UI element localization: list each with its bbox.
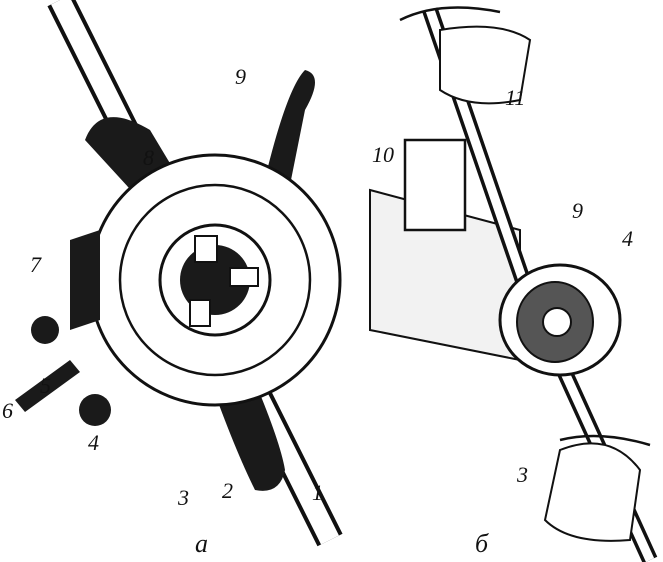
bore-3 bbox=[542, 307, 572, 337]
label-9: 9 bbox=[235, 64, 246, 89]
figure-b-threading-setup bbox=[369, 6, 658, 562]
label-11: 11 bbox=[505, 85, 525, 110]
label-4: 4 bbox=[88, 430, 99, 455]
knob-top bbox=[31, 316, 59, 344]
label-2: 2 bbox=[222, 478, 233, 503]
label-3-b: 3 bbox=[516, 462, 528, 487]
label-8: 8 bbox=[143, 145, 154, 170]
rotation-arrow-top bbox=[399, 6, 501, 22]
die-3b bbox=[189, 299, 211, 327]
lower-hand bbox=[543, 442, 642, 542]
label-10: 10 bbox=[372, 142, 394, 167]
figure-a-die-stock bbox=[15, 0, 343, 547]
knob-5 bbox=[79, 394, 111, 426]
label-9-b: 9 bbox=[572, 198, 583, 223]
lever-6 bbox=[15, 360, 80, 412]
label-6: 6 bbox=[2, 398, 13, 423]
caption-b: б bbox=[475, 529, 489, 558]
die-3a bbox=[229, 267, 259, 287]
label-3: 3 bbox=[177, 485, 189, 510]
label-5: 5 bbox=[40, 373, 51, 398]
label-1: 1 bbox=[312, 480, 323, 505]
die-8 bbox=[194, 235, 218, 263]
vise-post-10 bbox=[403, 138, 467, 232]
upper-hand bbox=[439, 25, 532, 105]
rotation-arrow-bottom bbox=[559, 434, 651, 447]
label-7: 7 bbox=[30, 252, 42, 277]
figure-b-labels: 10 11 9 4 3 б bbox=[372, 85, 633, 558]
caption-a: а bbox=[195, 529, 208, 558]
figure-a-labels: 9 8 7 6 5 4 3 2 1 а bbox=[2, 64, 323, 558]
label-4-b: 4 bbox=[622, 226, 633, 251]
side-bracket-7 bbox=[70, 230, 100, 330]
